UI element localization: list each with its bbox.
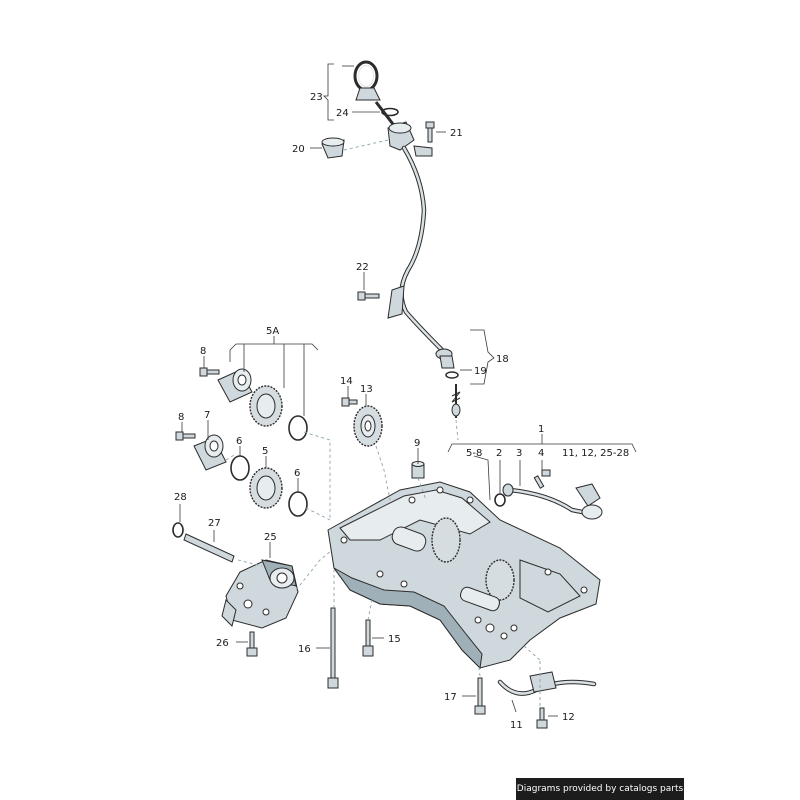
bearing-sleeve-7[interactable] [193, 434, 227, 471]
shaft-27[interactable] [183, 533, 235, 563]
label-27: 27 [208, 518, 221, 529]
label-17: 17 [444, 692, 457, 703]
dipstick-assembly[interactable] [353, 60, 461, 418]
circlip-upper [288, 415, 308, 441]
label-13: 13 [360, 384, 373, 395]
bolt-4[interactable] [533, 469, 551, 489]
circlip-28 [172, 522, 184, 538]
circlip-6-left [230, 455, 250, 481]
bolt-22[interactable] [357, 291, 380, 301]
bolt-12[interactable] [536, 707, 548, 729]
cap-20[interactable] [321, 137, 345, 159]
label-8-lower: 8 [178, 412, 184, 423]
label-18: 18 [496, 354, 509, 365]
label-7: 7 [204, 410, 210, 421]
label-21: 21 [450, 128, 463, 139]
label-15: 15 [388, 634, 401, 645]
label-5: 5 [262, 446, 268, 457]
oil-pipe-3[interactable] [502, 483, 603, 520]
bolt-8-upper[interactable] [199, 367, 220, 377]
label-24: 24 [336, 108, 349, 119]
label-23: 23 [310, 92, 323, 103]
label-20: 20 [292, 144, 305, 155]
label-14: 14 [340, 376, 353, 387]
label-3: 3 [516, 448, 522, 459]
balancer-housing-1[interactable] [327, 481, 601, 670]
label-5-8: 5-8 [466, 448, 482, 459]
bolt-8-lower[interactable] [175, 431, 196, 441]
label-1: 1 [538, 424, 544, 435]
bearing-sleeve-upper[interactable] [217, 368, 253, 403]
label-22: 22 [356, 262, 369, 273]
label-9: 9 [414, 438, 420, 449]
seal-2 [494, 493, 506, 507]
label-11: 11 [510, 720, 523, 731]
circlip-6-right [288, 491, 308, 517]
bolt-17[interactable] [474, 677, 486, 715]
bolt-21[interactable] [425, 121, 435, 143]
bolt-26[interactable] [246, 631, 258, 657]
label-6-right: 6 [294, 468, 300, 479]
label-2: 2 [496, 448, 502, 459]
gear-13[interactable] [353, 405, 383, 447]
label-4-header: 4 [538, 448, 544, 459]
gear-upper[interactable] [249, 385, 283, 427]
bolt-16[interactable] [327, 607, 339, 689]
oil-pipe-11[interactable] [497, 671, 597, 696]
label-28: 28 [174, 492, 187, 503]
o-ring-19 [445, 371, 459, 379]
seal-ring-24 [381, 107, 399, 117]
label-26: 26 [216, 638, 229, 649]
label-25: 25 [264, 532, 277, 543]
bolt-15[interactable] [362, 619, 374, 657]
label-16: 16 [298, 644, 311, 655]
gear-5[interactable] [249, 467, 283, 509]
label-19: 19 [474, 366, 487, 377]
bolt-14[interactable] [341, 397, 358, 407]
label-6-left: 6 [236, 436, 242, 447]
label-5a: 5A [266, 326, 279, 337]
oil-pump-25[interactable] [221, 559, 299, 629]
label-12: 12 [562, 712, 575, 723]
label-11-list: 11, 12, 25-28 [562, 448, 629, 459]
label-8-upper: 8 [200, 346, 206, 357]
catalog-credit-footer: Diagrams provided by catalogs parts [516, 778, 684, 800]
